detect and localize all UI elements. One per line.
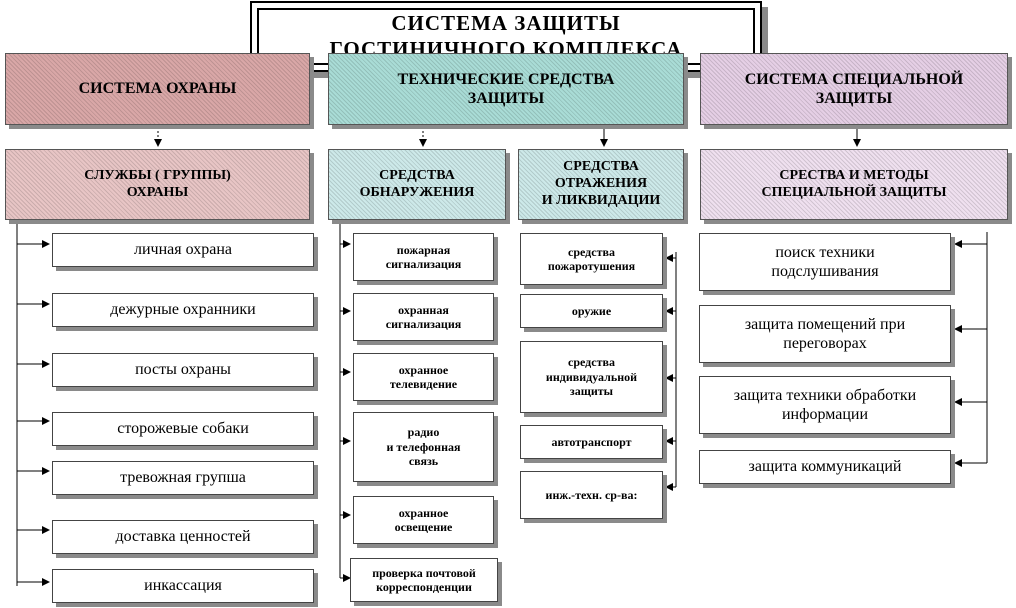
guard-item-valuables-delivery: доставка ценностей [52, 520, 314, 554]
response-item-personal-protection: средства индивидуальной защиты [520, 341, 663, 413]
special-item-bug-search: поиск техники подслушивания [699, 233, 951, 291]
special-item-room-protection: защита помещений при переговорах [699, 305, 951, 363]
guard-item-personal-guard: личная охрана [52, 233, 314, 267]
guard-item-dogs: сторожевые собаки [52, 412, 314, 446]
detection-item-radio-phone: радио и телефонная связь [353, 412, 494, 482]
guard-item-duty-guards: дежурные охранники [52, 293, 314, 327]
special-item-communications: защита коммуникаций [699, 450, 951, 484]
response-item-engineering-means: инж.-техн. ср-ва: [520, 471, 663, 519]
response-item-fire-extinguishing: средства пожаротушения [520, 233, 663, 285]
guard-item-posts: посты охраны [52, 353, 314, 387]
detection-item-security-alarm: охранная сигнализация [353, 293, 494, 341]
guard-item-alarm-group: тревожная групша [52, 461, 314, 495]
detection-item-lighting: охранное освещение [353, 496, 494, 544]
special-item-it-protection: защита техники обработки информации [699, 376, 951, 434]
special-system-header: СИСТЕМА СПЕЦИАЛЬНОЙ ЗАЩИТЫ [700, 53, 1008, 125]
guard-services-box: СЛУЖБЫ ( ГРУППЫ) ОХРАНЫ [5, 149, 310, 220]
response-means-box: СРЕДСТВА ОТРАЖЕНИЯ И ЛИКВИДАЦИИ [518, 149, 684, 220]
detection-item-fire-alarm: пожарная сигнализация [353, 233, 494, 281]
special-methods-box: СРЕСТВА И МЕТОДЫ СПЕЦИАЛЬНОЙ ЗАЩИТЫ [700, 149, 1008, 220]
detection-item-mail-check: проверка почтовой корреспонденции [350, 558, 498, 602]
response-item-vehicles: автотранспорт [520, 425, 663, 459]
detection-item-cctv: охранное телевидение [353, 353, 494, 401]
guard-item-cash-collection: инкассация [52, 569, 314, 603]
detection-means-box: СРЕДСТВА ОБНАРУЖЕНИЯ [328, 149, 506, 220]
response-item-weapons: оружие [520, 294, 663, 328]
guard-system-header: СИСТЕМА ОХРАНЫ [5, 53, 310, 125]
tech-means-header: ТЕХНИЧЕСКИЕ СРЕДСТВА ЗАЩИТЫ [328, 53, 684, 125]
